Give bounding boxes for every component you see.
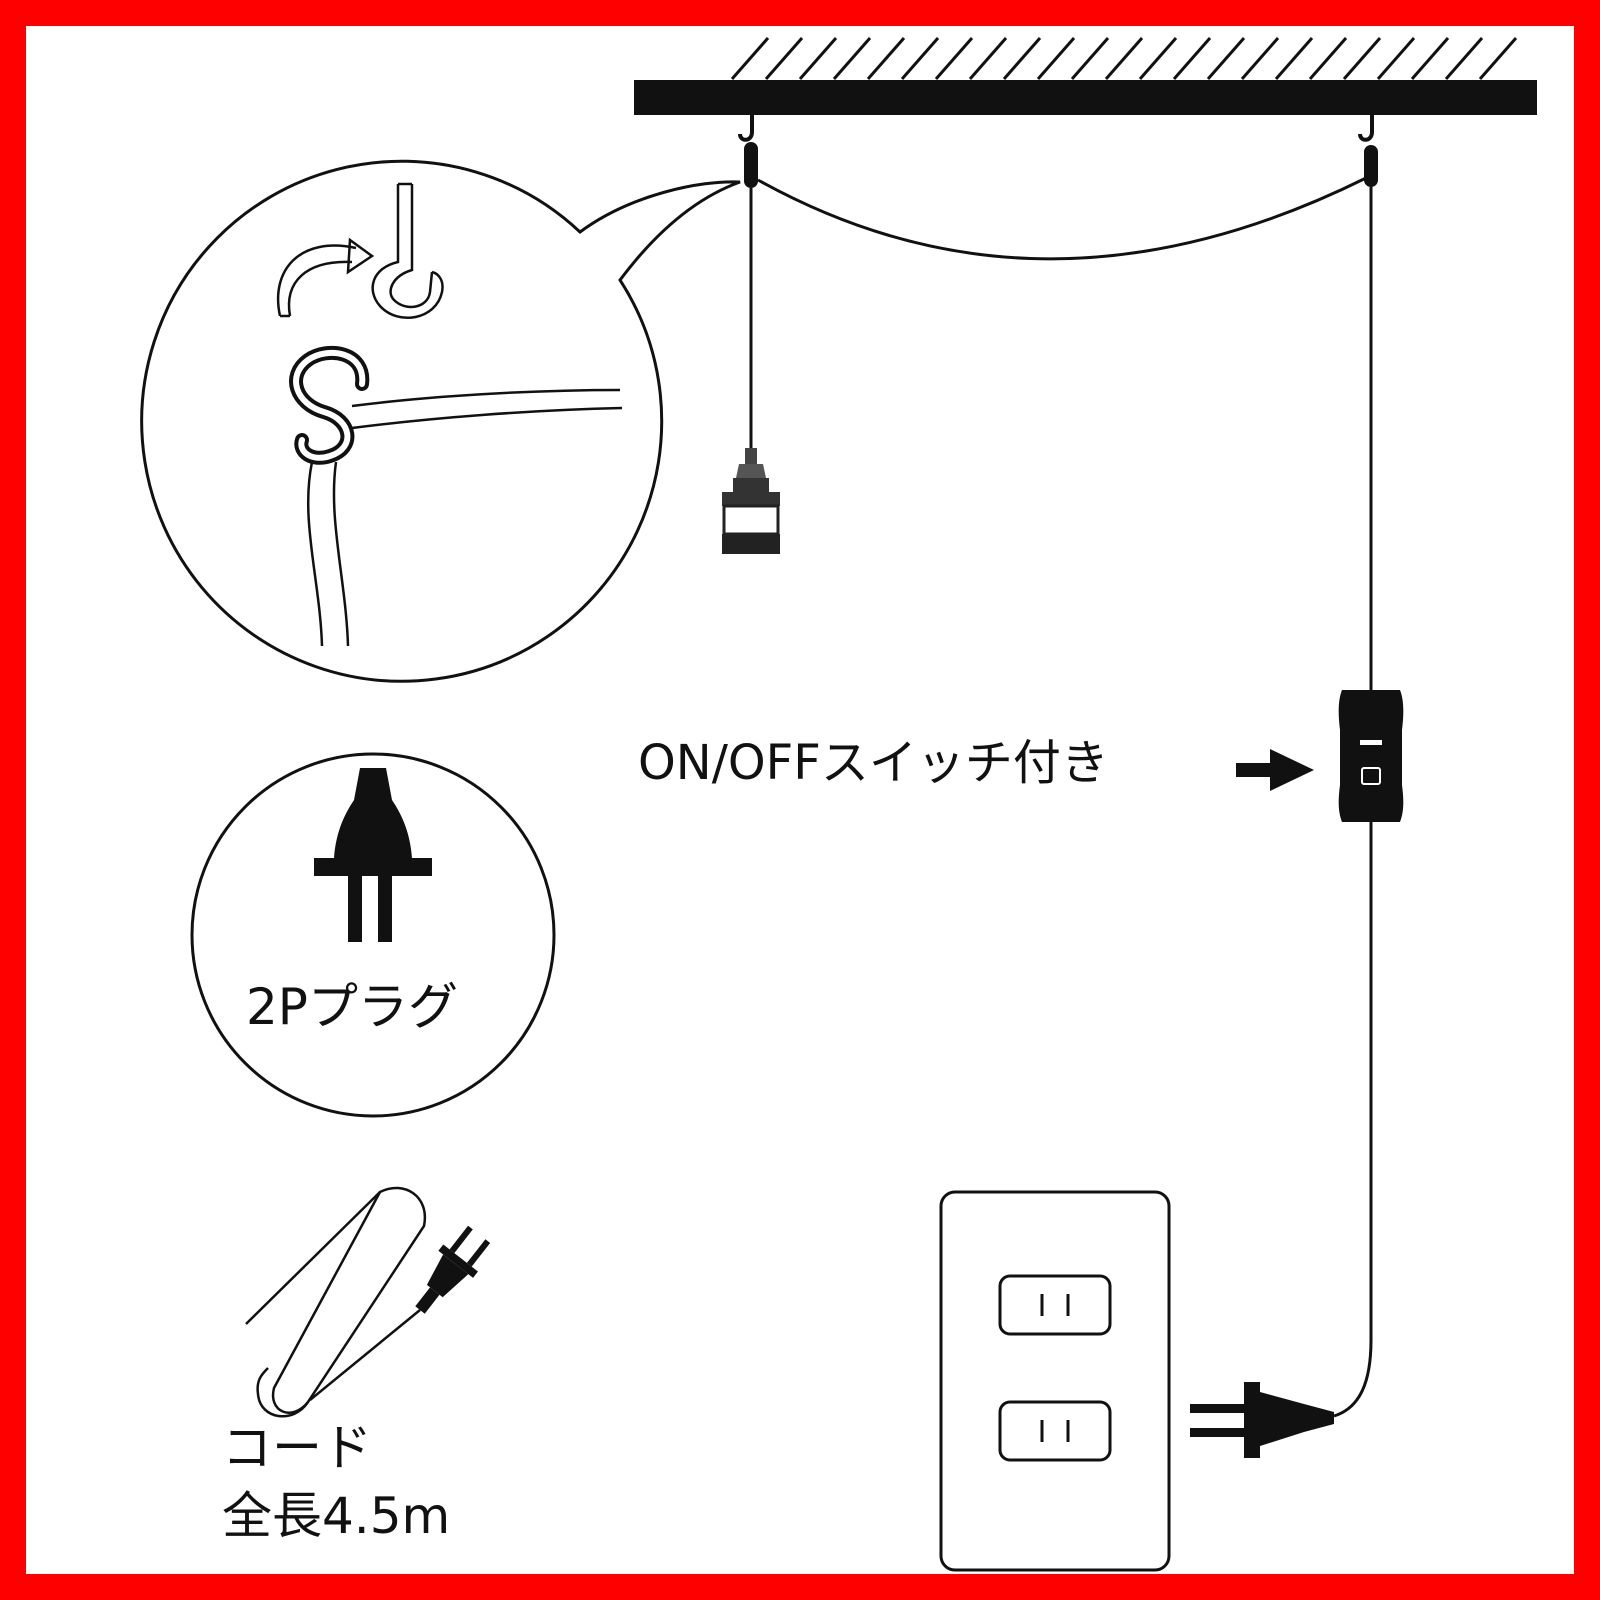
hook-icon <box>371 184 444 320</box>
cord-label: コード <box>222 1419 372 1477</box>
main-cord <box>1333 1339 1373 1418</box>
lamp-socket-icon <box>722 448 780 554</box>
s-hook-callout <box>140 159 741 683</box>
plug-label: 2Pプラグ <box>246 978 458 1036</box>
hook-icon <box>738 115 758 188</box>
cord-coil-icon <box>245 1186 491 1418</box>
plug-circle <box>190 752 556 1118</box>
cord-length-label: 全長4.5m <box>222 1487 451 1545</box>
hook-icon <box>1358 115 1378 187</box>
switch-label: ON/OFFスイッチ付き <box>638 735 1109 791</box>
outlet-icon <box>939 1190 1171 1572</box>
switch-icon <box>1338 690 1404 822</box>
ceiling-icon <box>634 37 1537 115</box>
arrow-icon <box>1236 749 1314 791</box>
plug-icon <box>314 768 432 942</box>
curved-arrow-icon <box>276 244 357 317</box>
plug-icon <box>1190 1382 1334 1458</box>
cord <box>757 176 1367 261</box>
